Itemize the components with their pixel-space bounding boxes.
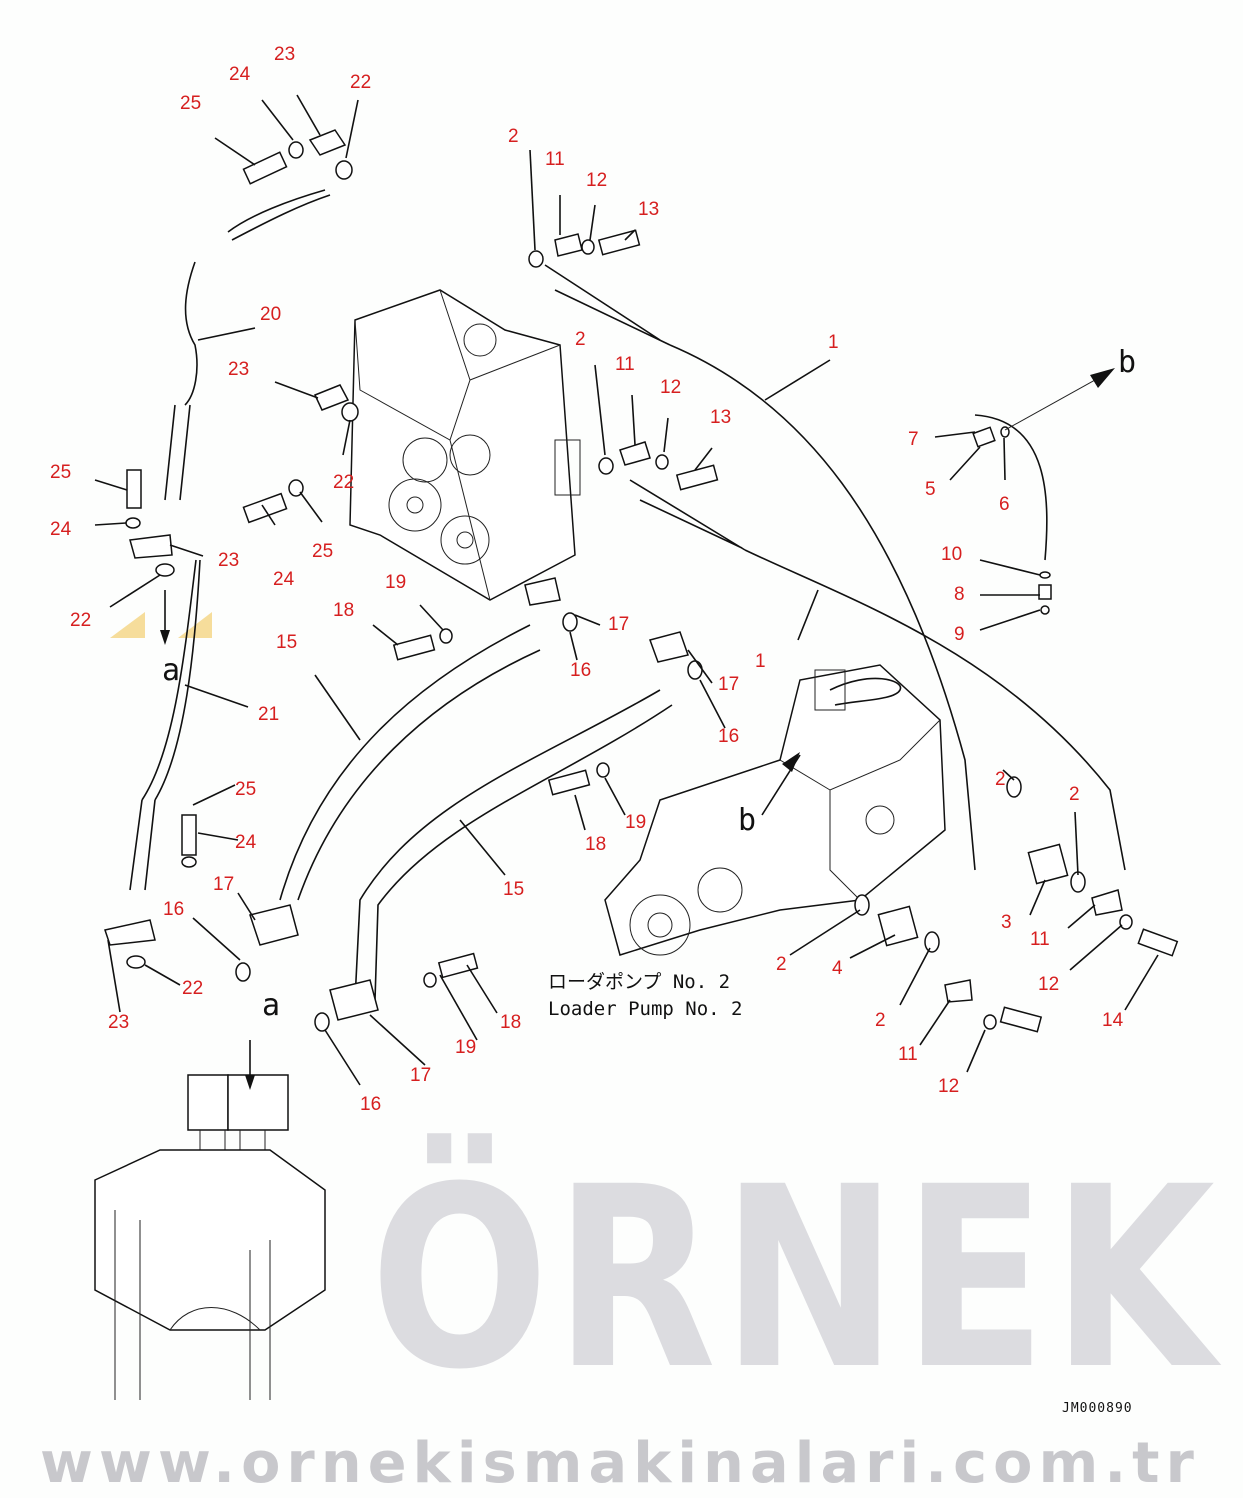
callout-20: 20 <box>260 304 281 325</box>
callout-18: 18 <box>333 600 354 621</box>
callout-22: 22 <box>333 472 354 493</box>
callout-1: 1 <box>755 651 766 672</box>
callout-24: 24 <box>273 569 295 590</box>
hoses <box>129 189 1126 1001</box>
callout-1: 1 <box>828 332 839 353</box>
callout-17: 17 <box>608 614 629 635</box>
reference-mark-b-pump: b <box>738 803 756 838</box>
callout-8: 8 <box>954 584 965 605</box>
watermark-brand: ÖRNEK <box>370 1133 1222 1424</box>
callout-11: 11 <box>898 1044 918 1065</box>
callout-2: 2 <box>776 954 787 975</box>
hose-1-lower <box>629 479 746 551</box>
pump-title-en: Loader Pump No. 2 <box>548 998 742 1020</box>
pump-title-jp: ローダポンプ No. 2 <box>548 971 730 993</box>
callout-17: 17 <box>213 874 234 895</box>
washer-24 <box>288 141 304 159</box>
callout-17: 17 <box>718 674 739 695</box>
pilot-hose <box>974 414 1048 561</box>
callout-11: 11 <box>615 354 635 375</box>
callout-10: 10 <box>941 544 962 565</box>
callout-2: 2 <box>995 769 1006 790</box>
callout-23: 23 <box>218 550 239 571</box>
callout-19: 19 <box>455 1037 476 1058</box>
callout-23: 23 <box>228 359 249 380</box>
callout-23: 23 <box>274 44 295 65</box>
callout-25: 25 <box>235 779 256 800</box>
hose-1 <box>669 344 976 871</box>
watermark: ÖRNEK www.ornekismakinalari.com.tr <box>40 612 1222 1496</box>
callout-16: 16 <box>360 1094 381 1115</box>
callout-19: 19 <box>625 812 646 833</box>
callout-4: 4 <box>832 958 843 979</box>
callout-9: 9 <box>954 624 965 645</box>
reference-marks: a a b <box>160 345 1136 1090</box>
callout-12: 12 <box>938 1076 959 1097</box>
hose-21 <box>141 559 201 801</box>
watermark-accent-left <box>110 612 145 638</box>
hardware <box>104 129 1179 1033</box>
callout-2: 2 <box>875 1010 886 1031</box>
callout-22: 22 <box>350 72 371 93</box>
hose-15-a <box>279 624 541 901</box>
callout-22: 22 <box>182 978 203 999</box>
callout-18: 18 <box>500 1012 521 1033</box>
callout-24: 24 <box>50 519 72 540</box>
callout-13: 13 <box>710 407 731 428</box>
callout-16: 16 <box>570 660 591 681</box>
callout-5: 5 <box>925 479 936 500</box>
callout-24: 24 <box>235 832 257 853</box>
callout-25: 25 <box>180 93 201 114</box>
callout-13: 13 <box>638 199 659 220</box>
callout-17: 17 <box>410 1065 431 1086</box>
hose-15-b <box>354 689 673 1001</box>
hose-1-upper <box>544 264 671 346</box>
o-ring-22 <box>335 160 353 180</box>
control-valve-assembly <box>349 289 581 601</box>
callout-2: 2 <box>575 329 586 350</box>
callout-16: 16 <box>718 726 739 747</box>
callout-25: 25 <box>50 462 71 483</box>
bolt-25 <box>242 151 288 185</box>
callout-24: 24 <box>229 64 251 85</box>
reference-mark-a-lower: a <box>262 988 280 1023</box>
callout-3: 3 <box>1001 912 1012 933</box>
callout-16: 16 <box>163 899 184 920</box>
split-flange-23 <box>308 129 347 156</box>
frame-assembly <box>94 1074 326 1400</box>
callout-14: 14 <box>1102 1010 1124 1031</box>
callouts: 22 23 24 25 20 23 22 25 24 25 24 23 22 2… <box>50 44 1124 1115</box>
callout-7: 7 <box>908 429 919 450</box>
callout-11: 11 <box>1030 929 1050 950</box>
watermark-url: www.ornekismakinalari.com.tr <box>40 1431 1200 1496</box>
callout-6: 6 <box>999 494 1010 515</box>
leader-lines <box>94 94 1159 1086</box>
hose-20-upper <box>227 189 326 233</box>
callout-25: 25 <box>312 541 333 562</box>
callout-15: 15 <box>276 632 297 653</box>
callout-21: 21 <box>258 704 279 725</box>
hose-20 <box>184 261 198 406</box>
callout-15: 15 <box>503 879 524 900</box>
callout-18: 18 <box>585 834 606 855</box>
callout-11: 11 <box>545 149 565 170</box>
callout-23: 23 <box>108 1012 129 1033</box>
reference-mark-a-upper: a <box>162 653 180 688</box>
callout-2: 2 <box>508 126 519 147</box>
callout-12: 12 <box>586 170 607 191</box>
callout-12: 12 <box>660 377 681 398</box>
callout-22: 22 <box>70 610 91 631</box>
drawing-number: JM000890 <box>1062 1401 1133 1416</box>
callout-12: 12 <box>1038 974 1059 995</box>
reference-mark-b: b <box>1118 345 1136 380</box>
callout-2: 2 <box>1069 784 1080 805</box>
callout-19: 19 <box>385 572 406 593</box>
